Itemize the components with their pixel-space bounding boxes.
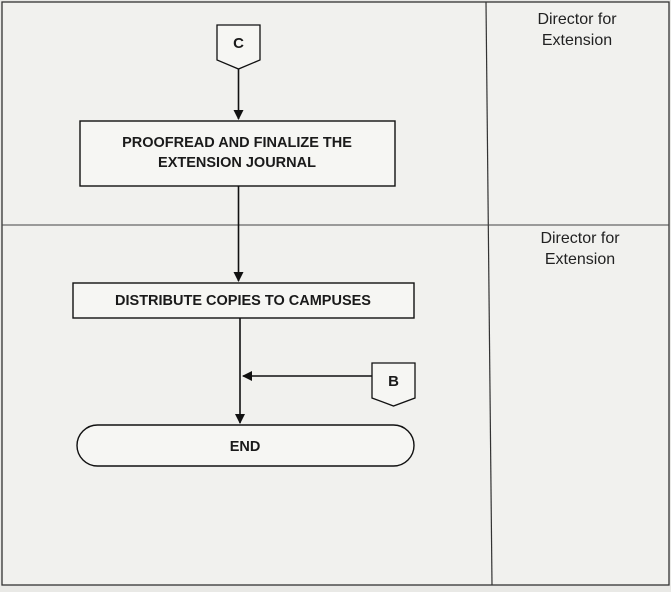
process-label-line-1: PROOFREAD AND FINALIZE THE <box>122 135 352 151</box>
column-divider <box>485 1 493 586</box>
responsible-cell-row-2: Director for Extension <box>540 230 620 268</box>
terminator-shape <box>76 424 415 467</box>
connector-label: B <box>388 373 399 390</box>
process-box <box>79 120 396 187</box>
connector-label: C <box>233 35 244 52</box>
responsible-line-1: Director for <box>537 11 617 28</box>
terminator-end: END <box>76 424 415 467</box>
process-box <box>72 282 415 319</box>
connector-shape <box>371 362 416 407</box>
process-label-line-2: EXTENSION JOURNAL <box>158 155 316 171</box>
responsible-cell-row-1: Director for Extension <box>537 11 617 49</box>
offpage-connector-c: C <box>216 24 261 70</box>
process-distribute: DISTRIBUTE COPIES TO CAMPUSES <box>72 282 415 319</box>
process-label: DISTRIBUTE COPIES TO CAMPUSES <box>115 293 371 309</box>
responsible-line-2: Extension <box>542 32 612 49</box>
connector-shape <box>216 24 261 70</box>
responsible-line-2: Extension <box>545 251 615 268</box>
offpage-connector-b: B <box>371 362 416 407</box>
process-proofread: PROOFREAD AND FINALIZE THE EXTENSION JOU… <box>79 120 396 187</box>
terminator-label: END <box>230 439 261 455</box>
responsible-line-1: Director for <box>540 230 620 247</box>
